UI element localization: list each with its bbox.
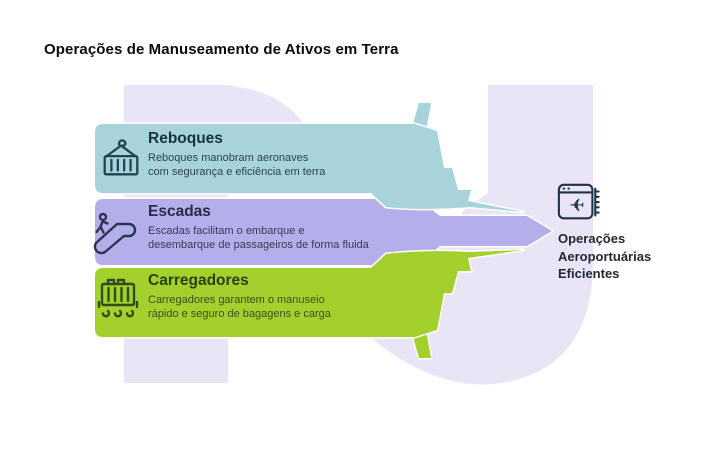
outcome-line-3: Eficientes bbox=[558, 266, 620, 281]
band-desc-escadas-line1: Escadas facilitam o embarque e bbox=[148, 225, 305, 237]
outcome-label: Operações Aeroportuárias Eficientes bbox=[558, 230, 688, 283]
escadas-band-arrow-shape bbox=[93, 197, 554, 267]
reboques-band-shape bbox=[93, 122, 525, 214]
escalator-icon bbox=[93, 212, 137, 255]
band-desc-reboques-line1: Reboques manobram aeronaves bbox=[148, 152, 309, 164]
outcome-line-2: Aeroportuárias bbox=[558, 248, 652, 264]
page-title: Operações de Manuseamento de Ativos em T… bbox=[44, 41, 399, 58]
band-desc-carregadores-line1: Carregadores garantem o manuseio bbox=[148, 294, 325, 306]
airport-window-plane-icon: ✈ bbox=[557, 183, 600, 220]
band-title-carregadores: Carregadores bbox=[148, 272, 249, 289]
band-title-escadas: Escadas bbox=[148, 203, 211, 220]
outcome-line-1: Operações bbox=[558, 231, 626, 246]
luggage-cart-icon bbox=[97, 278, 139, 318]
band-title-reboques: Reboques bbox=[148, 130, 223, 147]
svg-text:✈: ✈ bbox=[570, 196, 585, 217]
band-desc-escadas-line2: desembarque de passageiros de forma flui… bbox=[148, 239, 369, 251]
band-desc-reboques-line2: com segurança e eficiência em terra bbox=[148, 166, 326, 178]
background-arc-shape bbox=[124, 85, 304, 124]
carregadores-band-shape bbox=[93, 248, 525, 339]
band-desc-carregadores-line2: rápido e seguro de bagagens e carga bbox=[148, 308, 331, 320]
container-crane-icon bbox=[103, 139, 139, 176]
